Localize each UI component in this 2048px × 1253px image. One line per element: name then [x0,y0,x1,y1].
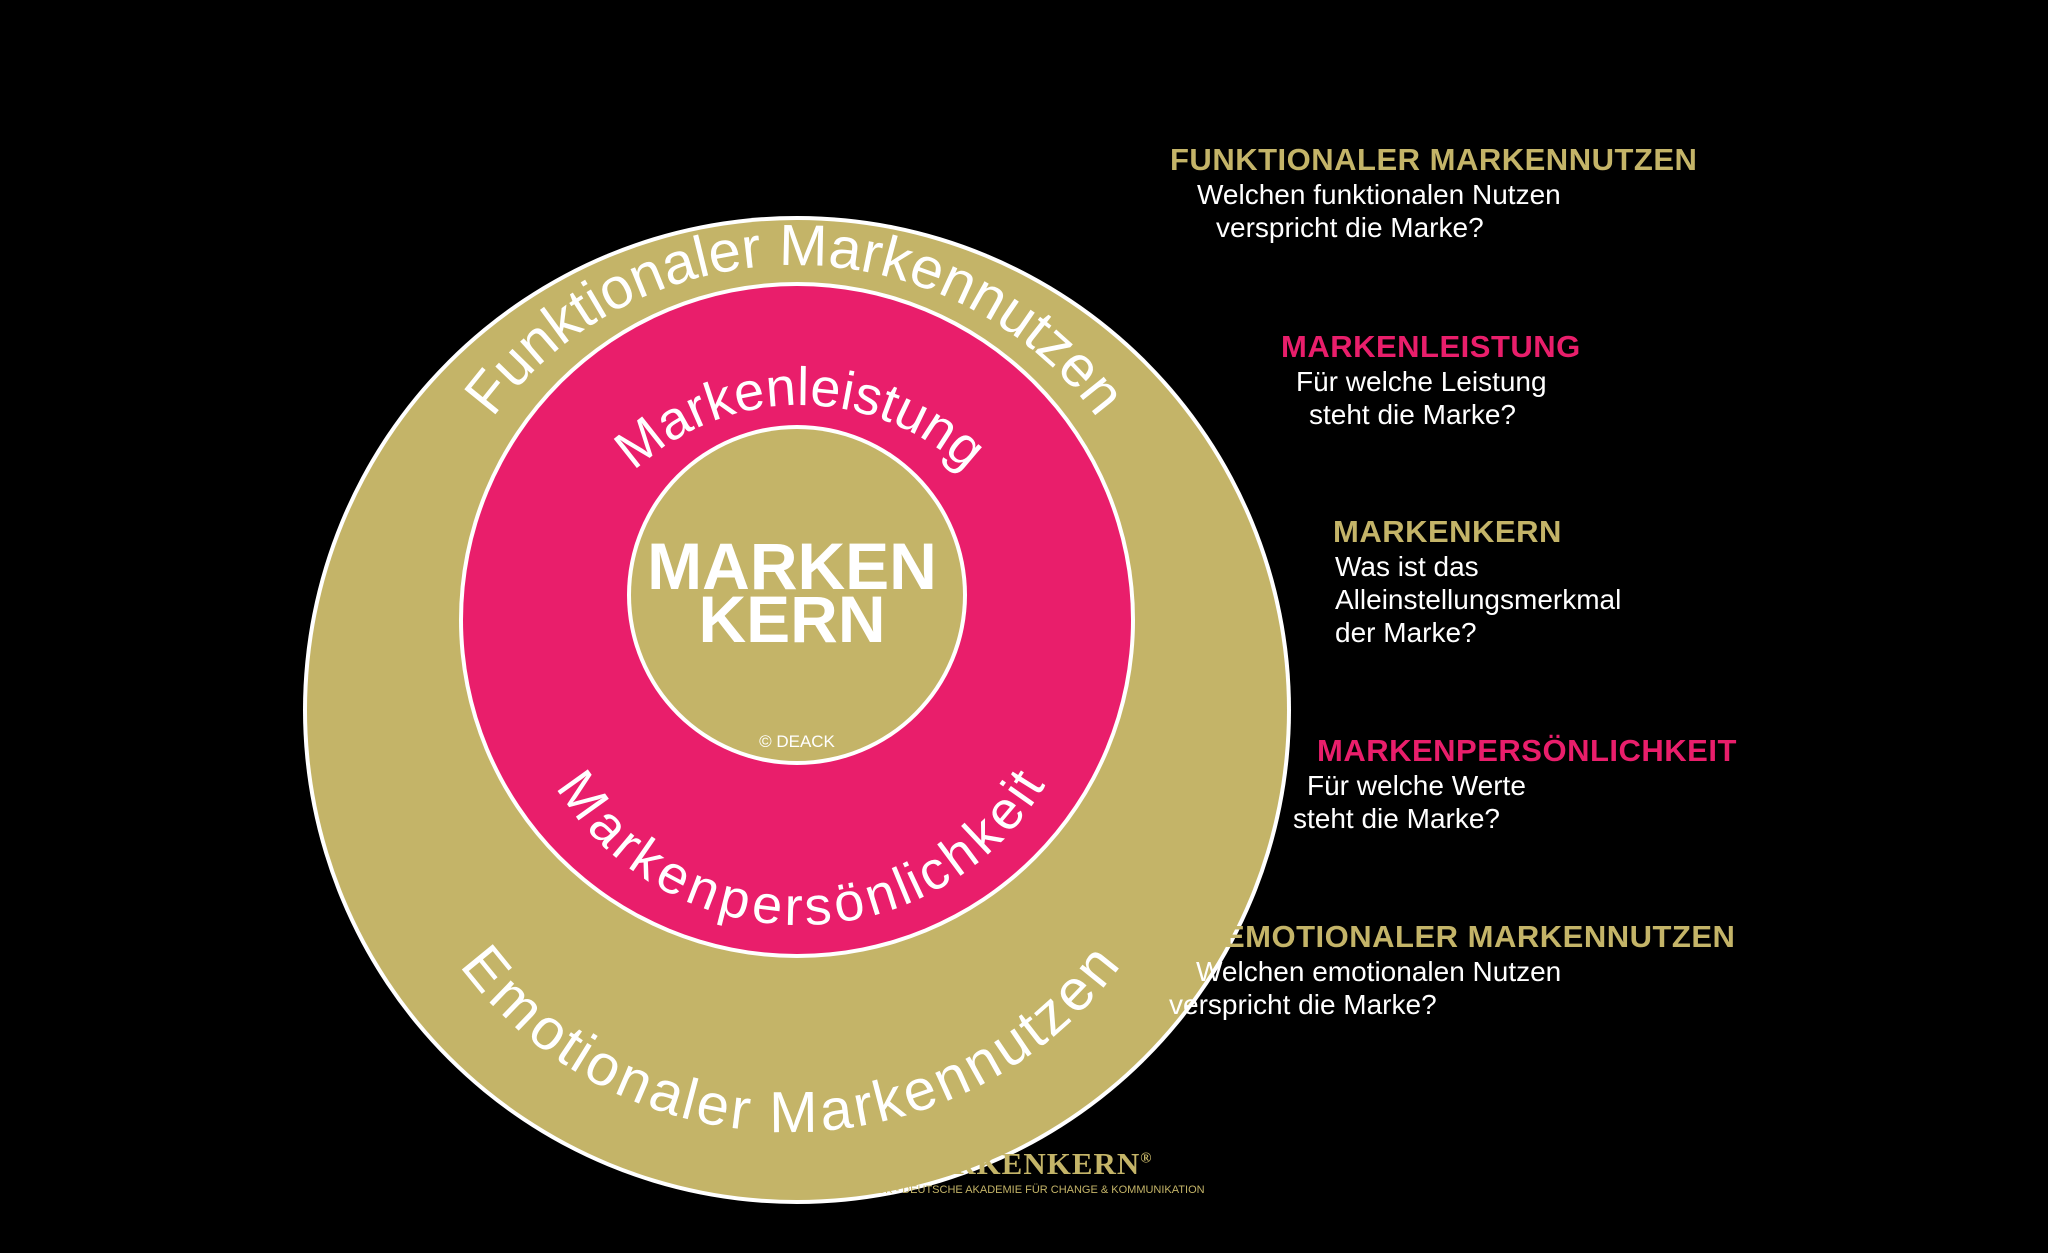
core-label-line1: MARKEN [647,529,937,603]
core-circle-fill [631,429,963,761]
core-copyright: © DEACK [759,732,835,751]
footer-title-text: MARKENKERN [899,1146,1141,1181]
legend-personality-line1: Für welche Werte [1307,770,1526,801]
legend-core-line2: Alleinstellungsmerkmal [1335,584,1622,615]
legend-performance-title: MARKENLEISTUNG [1281,329,1581,364]
legend-performance-line1: Für welche Leistung [1296,366,1547,397]
legend-performance-line2: steht die Marke? [1309,399,1516,430]
legend-performance: MARKENLEISTUNG Für welche Leistung steht… [1281,329,1581,431]
legend-personality-title: MARKENPERSÖNLICHKEIT [1317,733,1737,768]
legend-core-line3: der Marke? [1335,617,1477,648]
footer-subtitle: © DEACK - DEUTSCHE AKADEMIE FÜR CHANGE &… [843,1184,1205,1196]
legend-emotional-line2: verspricht die Marke? [1169,989,1437,1020]
core-label-line2: KERN [698,582,885,656]
legend-functional: FUNKTIONALER MARKENNUTZEN Welchen funkti… [1170,142,1697,244]
legend-core: MARKENKERN Was ist das Alleinstellungsme… [1333,514,1621,649]
legend-personality: MARKENPERSÖNLICHKEIT Für welche Werte st… [1293,733,1737,835]
legend-emotional-title: EMOTIONALER MARKENNUTZEN [1224,919,1736,954]
legend-personality-line2: steht die Marke? [1293,803,1500,834]
legend-functional-line1: Welchen funktionalen Nutzen [1197,179,1561,210]
legend-emotional: EMOTIONALER MARKENNUTZEN Welchen emotion… [1169,919,1736,1021]
legend-functional-title: FUNKTIONALER MARKENNUTZEN [1170,142,1698,177]
legend-functional-line2: verspricht die Marke? [1216,212,1484,243]
registered-mark: ® [1140,1150,1153,1167]
legend-emotional-line1: Welchen emotionalen Nutzen [1196,956,1562,987]
legend-core-title: MARKENKERN [1333,514,1562,549]
footer: MARKENKERN® © DEACK - DEUTSCHE AKADEMIE … [0,1146,2048,1196]
footer-title: MARKENKERN® [0,1146,2048,1182]
legend-core-line1: Was ist das [1335,551,1479,582]
